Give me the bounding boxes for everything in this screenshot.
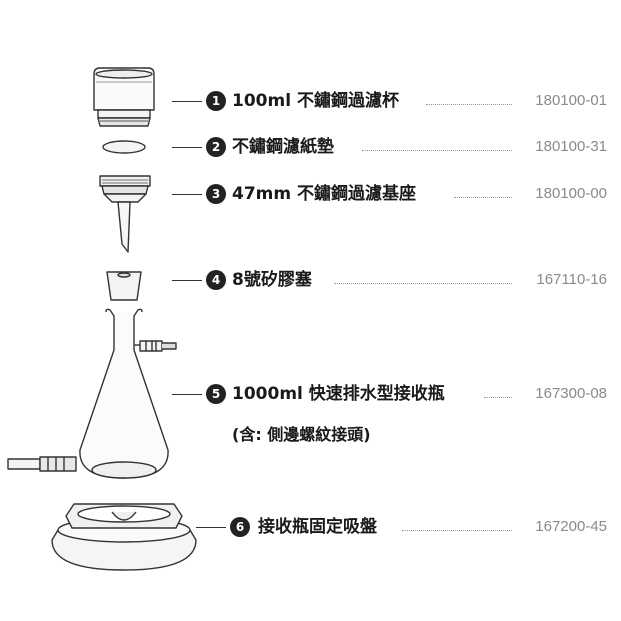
filter-pad-drawing: [102, 140, 146, 154]
dotted-leader: [362, 150, 512, 151]
dotted-leader: [334, 283, 512, 284]
dotted-leader: [454, 197, 512, 198]
part-row: 2 不鏽鋼濾紙墊 180100-31: [0, 136, 621, 160]
leader-line: [172, 280, 202, 281]
leader-line: [172, 394, 202, 395]
stopper-drawing: [106, 271, 142, 301]
part-note: (含: 側邊螺紋接頭): [232, 425, 371, 444]
part-code: 180100-00: [535, 185, 607, 202]
part-row: 1 100ml 不鏽鋼過濾杯 180100-01: [0, 90, 621, 114]
leader-line: [172, 101, 202, 102]
part-code: 167200-45: [535, 518, 607, 535]
part-number-badge: 3: [206, 184, 226, 204]
part-code: 180100-01: [535, 92, 607, 109]
dotted-leader: [484, 397, 512, 398]
leader-line: [172, 194, 202, 195]
part-row: 3 47mm 不鏽鋼過濾基座 180100-00: [0, 183, 621, 207]
filter-base-drawing: [99, 175, 151, 253]
part-row: 6 接收瓶固定吸盤 167200-45: [0, 516, 621, 540]
suction-base-drawing: [51, 503, 197, 571]
part-number-badge: 5: [206, 384, 226, 404]
part-name: 接收瓶固定吸盤: [258, 517, 377, 537]
part-code: 167300-08: [535, 385, 607, 402]
part-code: 167110-16: [536, 271, 607, 288]
part-number-badge: 6: [230, 517, 250, 537]
part-name: 100ml 不鏽鋼過濾杯: [232, 91, 399, 111]
part-code: 180100-31: [535, 138, 607, 155]
flask-drawing: [7, 308, 177, 479]
leader-line: [196, 527, 226, 528]
part-name: 8號矽膠塞: [232, 270, 312, 290]
dotted-leader: [402, 530, 512, 531]
part-name: 不鏽鋼濾紙墊: [232, 137, 334, 157]
filter-cup-drawing: [93, 67, 155, 127]
part-number-badge: 4: [206, 270, 226, 290]
part-name: 1000ml 快速排水型接收瓶: [232, 384, 445, 404]
part-row: 4 8號矽膠塞 167110-16: [0, 269, 621, 293]
part-name: 47mm 不鏽鋼過濾基座: [232, 184, 417, 204]
part-number-badge: 2: [206, 137, 226, 157]
dotted-leader: [426, 104, 512, 105]
part-number-badge: 1: [206, 91, 226, 111]
part-row: 5 1000ml 快速排水型接收瓶 167300-08 (含: 側邊螺紋接頭): [0, 383, 621, 444]
leader-line: [172, 147, 202, 148]
